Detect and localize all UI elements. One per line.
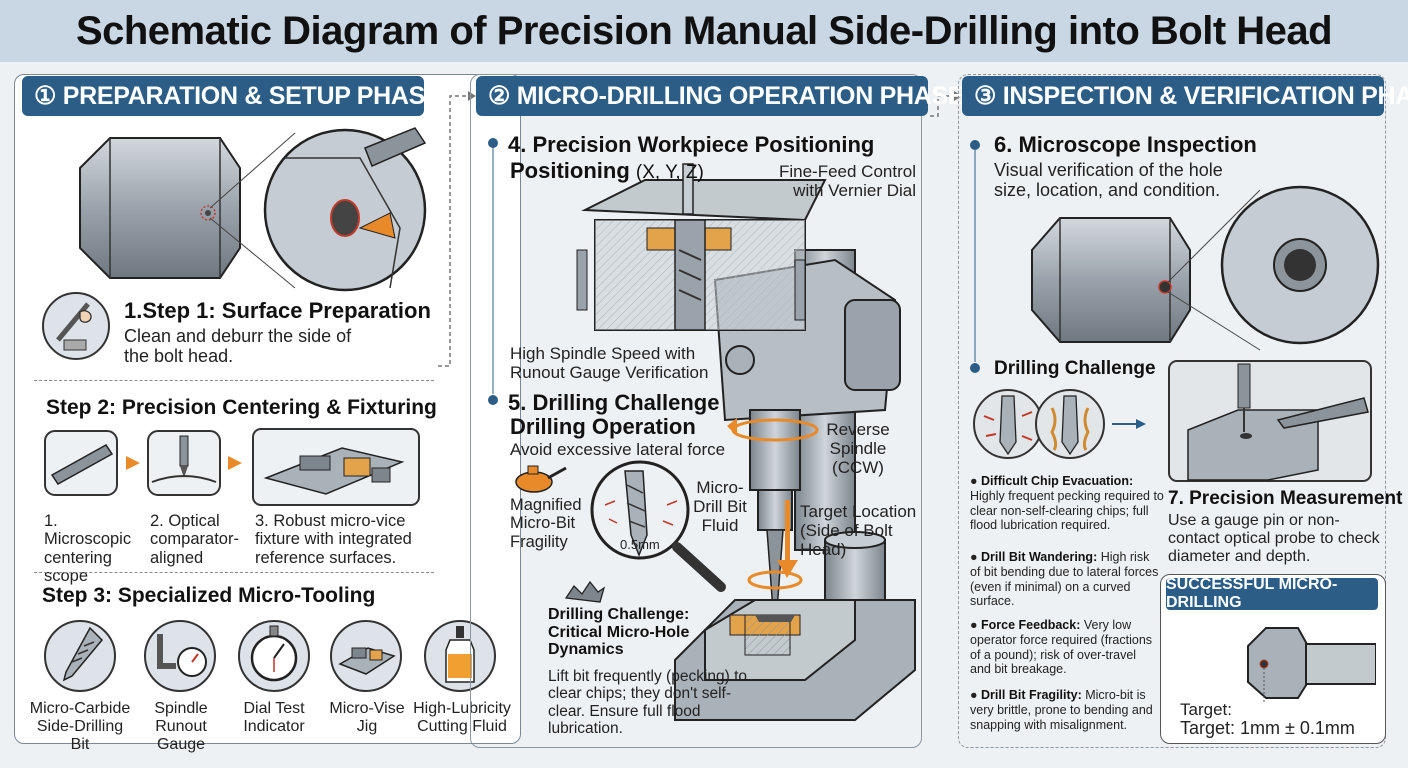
reverse-spindle-label: Reverse Spindle (CCW): [826, 420, 890, 478]
title-bar: Schematic Diagram of Precision Manual Si…: [0, 0, 1408, 62]
phase3-panel: [958, 74, 1386, 748]
magnified-size-label: 0.5mm: [620, 537, 660, 552]
step7-description: Use a gauge pin or non-contact optical p…: [1168, 512, 1380, 565]
tool-label-bit: Micro-Carbide Side-Drilling Bit: [29, 700, 131, 753]
phase2-header: ② MICRO-DRILLING OPERATION PHASE: [476, 76, 965, 116]
challenge-title: Drilling Challenge: Critical Micro-Hole …: [548, 606, 690, 659]
step4-title-line2: Positioning (X, Y, Z): [510, 158, 704, 184]
micro-carbide-bit-icon: [44, 620, 116, 692]
phase2-panel: [470, 74, 922, 748]
step4-title-line1: 4. Precision Workpiece Positioning: [508, 132, 875, 157]
bullet-chip-evacuation-label: Difficult Chip Evacuation:: [981, 474, 1134, 488]
step6-description: Visual verification of the hole size, lo…: [994, 160, 1223, 201]
step2-item-2: 2. Optical comparator-aligned: [150, 512, 239, 567]
phase1-header: ① PREPARATION & SETUP PHASE: [22, 76, 442, 116]
step7-title: 7. Precision Measurement: [1168, 488, 1403, 509]
tool-label-runout: Spindle Runout Gauge: [154, 700, 208, 753]
micro-drill-bit-label: Micro-Drill Bit Fluid: [693, 478, 747, 536]
magnified-fragility-label: Magnified Micro-Bit Fragility: [510, 496, 582, 551]
tool-label-vise: Micro-Vise Jig: [329, 700, 405, 735]
bullet-chip-evacuation: ● Difficult Chip Evacuation: Highly freq…: [970, 474, 1164, 533]
step3-title: Step 3: Specialized Micro-Tooling: [42, 584, 376, 607]
bullet-bit-fragility-text: Micro-bit is very brittle, prone to bend…: [970, 688, 1153, 732]
step2-title: Step 2: Precision Centering & Fixturing: [46, 396, 437, 419]
success-header: SUCCESSFUL MICRO-DRILLING: [1166, 576, 1378, 611]
deburr-hand-icon: [42, 292, 110, 360]
drill-press-illustration: [576, 163, 916, 721]
challenge-description: Lift bit frequently (pecking) to clear c…: [548, 668, 748, 738]
divider: [34, 380, 434, 381]
runout-gauge-icon: [144, 620, 216, 692]
tool-label-dial: Dial Test Indicator: [243, 700, 305, 735]
oil-can-icon: [515, 465, 567, 493]
challenge-label: Drilling Challenge: [994, 358, 1156, 379]
step1-description: Clean and deburr the side of the bolt he…: [124, 326, 352, 367]
metal-chips-icon: [564, 580, 606, 603]
step4-axes: (X, Y, Z): [635, 162, 704, 183]
micro-vice-fixture-icon: [252, 428, 420, 506]
page-title: Schematic Diagram of Precision Manual Si…: [75, 8, 1333, 53]
bullet-bit-wandering: ● Drill Bit Wandering: High risk of bit …: [970, 550, 1159, 609]
step6-bullet: [970, 140, 980, 373]
step5-title-line1: 5. Drilling Challenge: [508, 390, 720, 415]
spindle-speed-label: High Spindle Speed with Runout Gauge Ver…: [510, 344, 709, 383]
target-label-1: Target:: [1180, 700, 1232, 719]
bolt-head-magnified-illustration: [79, 127, 427, 292]
step1-title: 1.Step 1: Surface Preparation: [124, 298, 431, 323]
step5-title-line2: Drilling Operation: [510, 414, 696, 439]
chip-evacuation-icons: [973, 389, 1146, 459]
magnified-bit-lens: [590, 460, 726, 592]
step4-positioning: Positioning: [510, 158, 630, 183]
phase3-header: ③ INSPECTION & VERIFICATION PHASE: [962, 76, 1408, 116]
centering-scope-icon: [44, 430, 242, 496]
step2-item-1: 1. Microscopic centering scope: [44, 512, 132, 586]
step5-description: Avoid excessive lateral force: [510, 440, 726, 459]
bullet-bit-fragility: ● Drill Bit Fragility: Micro-bit is very…: [970, 688, 1153, 732]
fine-feed-label: Fine-Feed Control with Vernier Dial: [778, 162, 916, 201]
step2-item-3: 3. Robust micro-vice fixture with integr…: [255, 512, 412, 567]
bullet-force-feedback: ● Force Feedback: Very low operator forc…: [970, 618, 1153, 677]
step4-bullet: [488, 138, 498, 405]
finished-bolt-icon: [1247, 627, 1376, 702]
dial-test-indicator-icon: [238, 620, 310, 692]
cutting-fluid-bottle-icon: [424, 620, 496, 692]
target-location-label: Target Location (Side of Bolt Head): [800, 502, 917, 560]
bullet-bit-wandering-text: High risk of bit bending due to lateral …: [970, 550, 1159, 609]
micro-vise-jig-icon: [330, 620, 402, 692]
bullet-bit-fragility-label: Drill Bit Fragility:: [981, 688, 1082, 702]
precision-measurement-illustration: [1168, 360, 1372, 482]
step6-title: 6. Microscope Inspection: [994, 132, 1257, 157]
target-label-2: Target: 1mm ± 0.1mm: [1180, 718, 1355, 738]
bullet-chip-evacuation-text: Highly frequent pecking required to clea…: [970, 488, 1164, 533]
tool-label-fluid: High-Lubricity Cutting Fluid: [413, 700, 511, 735]
bullet-force-feedback-label: Force Feedback:: [981, 618, 1081, 632]
bullet-force-feedback-text: Very low operator force required (fracti…: [970, 618, 1153, 677]
divider: [34, 572, 434, 573]
inspected-bolt-illustration: [1031, 185, 1380, 351]
bullet-bit-wandering-label: Drill Bit Wandering:: [981, 550, 1098, 564]
